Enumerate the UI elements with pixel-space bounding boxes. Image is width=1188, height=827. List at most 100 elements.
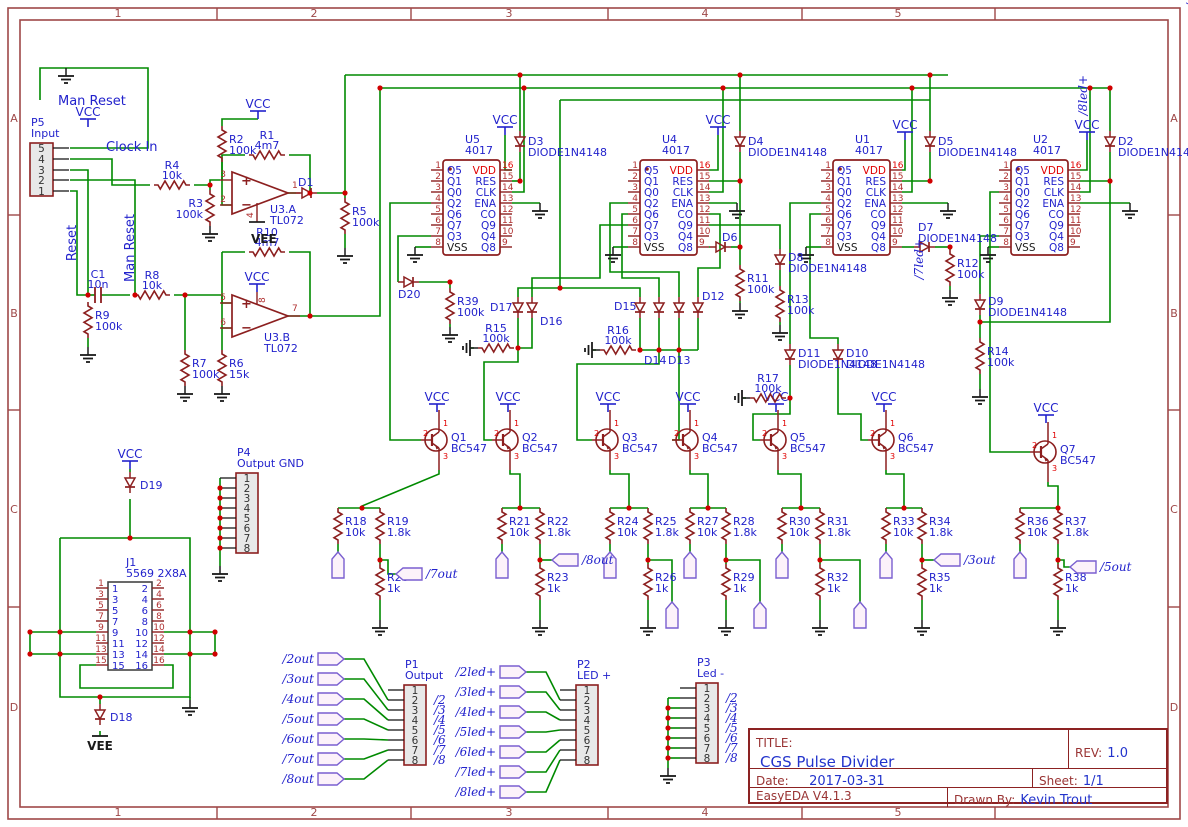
ground-symbol[interactable] <box>214 386 230 402</box>
vcc-flag[interactable]: VCC <box>676 390 701 412</box>
ground-symbol[interactable] <box>972 389 988 405</box>
wire[interactable] <box>526 671 561 701</box>
wires[interactable] <box>29 67 1130 793</box>
wire[interactable] <box>39 67 66 100</box>
ground-symbol[interactable] <box>942 290 958 306</box>
wire[interactable] <box>726 559 761 602</box>
vcc-flag[interactable]: VCC <box>1034 401 1059 423</box>
net-label[interactable]: VEE <box>251 232 277 246</box>
net-label[interactable]: Clock In <box>106 140 158 155</box>
wire[interactable] <box>289 154 311 193</box>
ground-symbol[interactable] <box>372 620 388 636</box>
ground-symbol[interactable] <box>337 248 353 264</box>
ground-symbol[interactable] <box>812 620 828 636</box>
ground-symbol[interactable] <box>914 620 930 636</box>
net-flag-7out[interactable]: /7out <box>282 752 346 766</box>
vcc-flag[interactable]: VCC <box>493 113 518 135</box>
wire[interactable] <box>709 135 719 171</box>
wire[interactable] <box>194 179 220 186</box>
net-flag-3led[interactable]: /3led+ <box>879 0 1188 579</box>
wire[interactable] <box>752 398 791 441</box>
diode-D18[interactable]: D18 <box>93 704 132 725</box>
vcc-flag[interactable]: VCC <box>1075 118 1100 140</box>
wire[interactable] <box>609 202 680 297</box>
wire[interactable] <box>902 140 906 171</box>
wire[interactable] <box>389 202 431 441</box>
wire[interactable] <box>1080 140 1088 171</box>
wire[interactable] <box>344 738 389 741</box>
wire[interactable] <box>885 470 905 508</box>
wire[interactable] <box>483 348 519 441</box>
ground-symbol[interactable] <box>80 347 96 363</box>
net-flag-6led[interactable]: /6led+ <box>455 745 528 759</box>
wire[interactable] <box>526 691 561 711</box>
ground-symbol[interactable] <box>1050 620 1066 636</box>
wire[interactable] <box>70 179 136 295</box>
net-flag-2out[interactable]: /2out <box>753 0 1188 629</box>
wire[interactable] <box>344 678 389 711</box>
vcc-flag[interactable]: VCC <box>496 390 521 412</box>
net-label[interactable]: Man Reset <box>58 94 126 109</box>
wire[interactable] <box>344 749 389 760</box>
wire[interactable] <box>709 88 724 193</box>
vcc-flag[interactable]: VCC <box>245 270 270 292</box>
wire[interactable] <box>689 470 709 508</box>
ground-symbol[interactable] <box>640 620 656 636</box>
wire[interactable] <box>526 739 561 753</box>
ground-symbol[interactable] <box>798 247 814 263</box>
wire[interactable] <box>1047 482 1059 508</box>
net-flag-2led[interactable]: /2led+ <box>455 665 528 679</box>
net-flag-3led[interactable]: /3led+ <box>455 685 528 699</box>
wire[interactable] <box>531 224 628 297</box>
wire[interactable] <box>289 251 311 316</box>
diode-D13[interactable]: D13 <box>668 297 690 367</box>
net-flag-2out[interactable]: /2out <box>282 652 346 666</box>
ground-symbol[interactable] <box>532 203 548 219</box>
wire[interactable] <box>344 718 389 731</box>
net-flag-5out[interactable]: /5out <box>1068 560 1132 574</box>
net-flag-4led[interactable]: /4led+ <box>603 0 1188 579</box>
net-flag-4led[interactable]: /4led+ <box>455 705 528 719</box>
vee-flag[interactable]: VEE <box>87 735 113 753</box>
wire[interactable] <box>648 559 673 602</box>
net-flag-8out[interactable]: /8out <box>282 772 346 786</box>
ground-symbol[interactable] <box>182 700 198 716</box>
wire[interactable] <box>70 190 88 296</box>
wire[interactable] <box>70 158 150 186</box>
wire[interactable] <box>789 202 821 344</box>
ground-symbol[interactable] <box>407 247 423 263</box>
net-label[interactable]: Man Reset <box>123 214 138 282</box>
wire[interactable] <box>979 235 999 294</box>
